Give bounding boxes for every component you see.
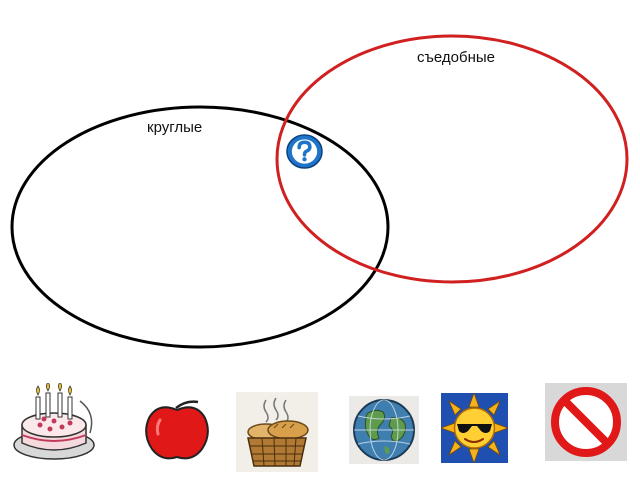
birthday-cake-card[interactable]	[10, 383, 98, 466]
red-apple-icon	[145, 400, 209, 460]
sun-with-sunglasses-icon	[441, 393, 508, 463]
red-apple-card[interactable]	[140, 394, 215, 462]
set-edible-ellipse[interactable]	[275, 34, 629, 284]
no-entry-sign-card[interactable]	[545, 383, 627, 461]
sun-with-sunglasses-card[interactable]	[441, 393, 508, 463]
globe-icon	[353, 399, 415, 461]
no-entry-sign-icon	[551, 387, 621, 457]
bread-basket-card[interactable]	[236, 392, 318, 472]
globe-card[interactable]	[349, 396, 419, 464]
set-edible-label: съедобные	[417, 49, 495, 66]
birthday-cake-icon	[13, 383, 95, 460]
set-round-label: круглые	[147, 119, 203, 136]
question-mark-icon[interactable]	[285, 133, 324, 170]
bread-basket-icon	[247, 397, 309, 467]
set-round-ellipse[interactable]	[10, 105, 390, 349]
